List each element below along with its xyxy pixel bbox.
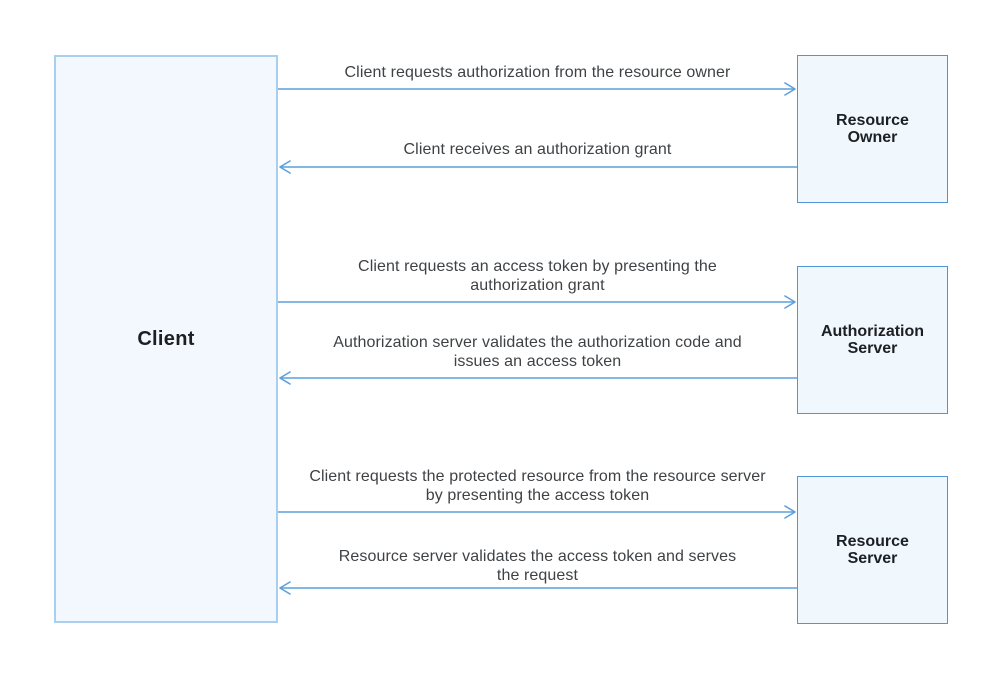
message-label-2: Client receives an authorization grant: [403, 141, 672, 158]
arrow-right-icon: [278, 295, 797, 309]
client-box: Client: [54, 55, 278, 623]
arrow-left-icon: [278, 581, 797, 595]
authorization-server-label: Authorization Server: [820, 323, 925, 357]
actor-box-resource-server: Resource Server: [797, 476, 948, 624]
resource-owner-label: Resource Owner: [836, 112, 909, 146]
arrow-right-icon: [278, 505, 797, 519]
message-label-1: Client requests authorization from the r…: [344, 64, 731, 81]
arrow-left-icon: [278, 160, 797, 174]
actor-box-authorization-server: Authorization Server: [797, 266, 948, 414]
message-label-3: Client requests an access token by prese…: [358, 258, 717, 294]
arrow-right-icon: [278, 82, 797, 96]
client-label: Client: [137, 327, 195, 350]
message-label-6: Resource server validates the access tok…: [338, 548, 737, 584]
resource-server-label: Resource Server: [836, 533, 909, 567]
actor-box-resource-owner: Resource Owner: [797, 55, 948, 203]
message-label-5: Client requests the protected resource f…: [309, 468, 766, 504]
message-label-4: Authorization server validates the autho…: [333, 334, 742, 370]
arrow-left-icon: [278, 371, 797, 385]
